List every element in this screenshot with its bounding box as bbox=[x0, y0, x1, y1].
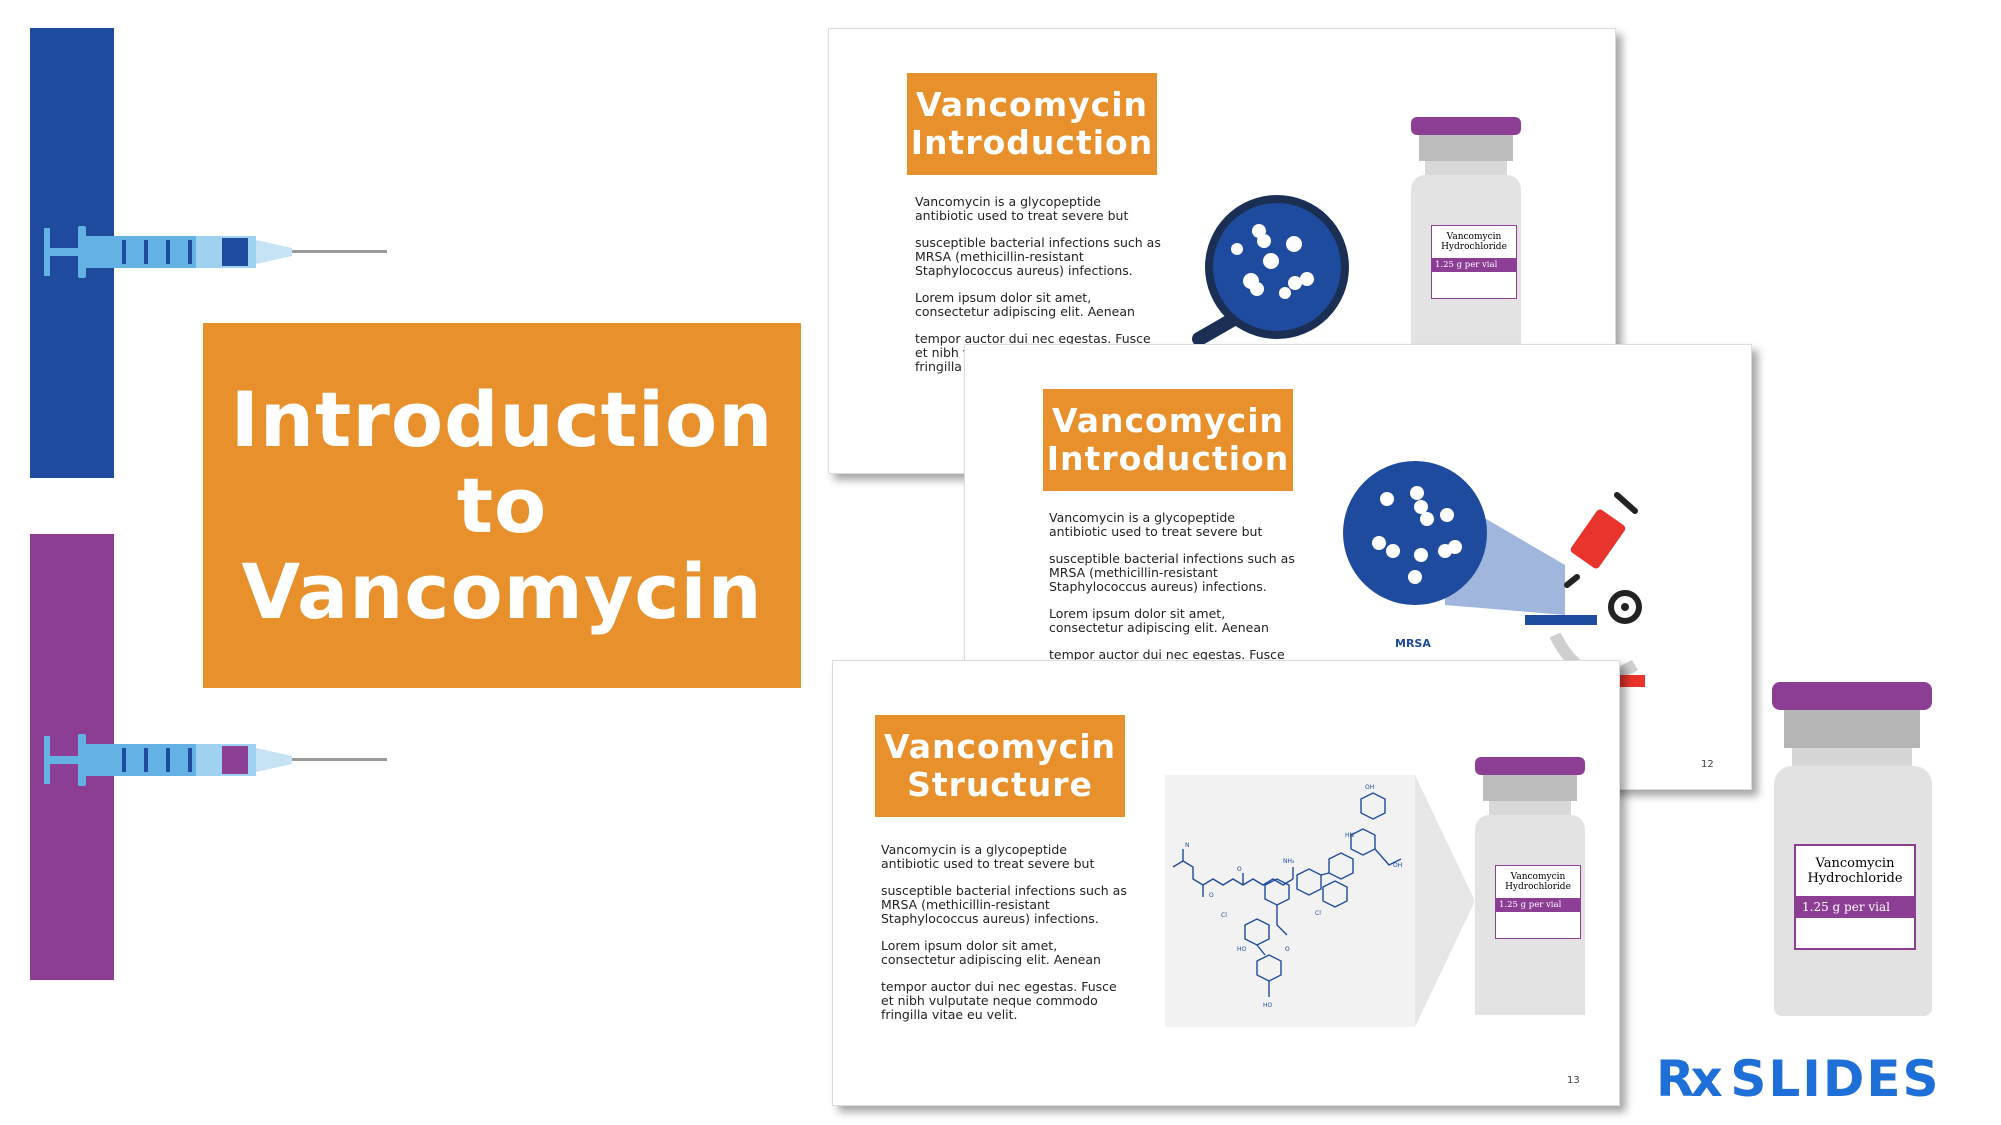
slide-title-line: Introduction bbox=[1046, 439, 1290, 478]
vial-dose: 1.25 g per vial bbox=[1496, 898, 1580, 912]
page-number: 13 bbox=[1567, 1075, 1580, 1086]
slide-paragraph: Vancomycin is a glycopeptide antibiotic … bbox=[881, 842, 1095, 871]
slide-title: Vancomycin Structure bbox=[875, 715, 1125, 817]
slide-paragraph: susceptible bacterial infections such as… bbox=[1049, 551, 1295, 594]
slide-paragraph: Vancomycin is a glycopeptide antibiotic … bbox=[1049, 510, 1263, 539]
vial-icon: Vancomycin Hydrochloride 1.25 g per vial bbox=[1473, 757, 1593, 1017]
slide-thumbnail-2[interactable]: Vancomycin Introduction Vancomycin is a … bbox=[964, 344, 1752, 790]
mrsa-label: MRSA bbox=[1395, 637, 1431, 650]
microscope-bacteria-icon bbox=[1343, 461, 1645, 687]
svg-text:HO: HO bbox=[1263, 1002, 1273, 1009]
vial-label: Hydrochloride bbox=[1807, 871, 1903, 886]
vial-icon: Vancomycin Hydrochloride 1.25 g per vial bbox=[1409, 117, 1529, 377]
slide-body: Vancomycin is a glycopeptide antibiotic … bbox=[1049, 511, 1309, 675]
vial-dose: 1.25 g per vial bbox=[1796, 896, 1914, 918]
svg-text:O: O bbox=[1237, 866, 1242, 873]
slide-thumbnail-3[interactable]: Vancomycin Structure Vancomycin is a gly… bbox=[832, 660, 1620, 1106]
slide-title: Vancomycin Introduction bbox=[907, 73, 1157, 175]
slide-paragraph: tempor auctor dui nec egestas. Fusce et … bbox=[881, 979, 1117, 1022]
rxslides-logo[interactable]: Rx SLIDES bbox=[1656, 1050, 1941, 1108]
vial-label: Vancomycin bbox=[1446, 232, 1502, 242]
svg-text:OH: OH bbox=[1393, 862, 1402, 869]
molecule-structure-diagram: N O O NH₂ OH OH Cl Cl HO HO HN O bbox=[1165, 775, 1475, 1027]
svg-text:HO: HO bbox=[1237, 946, 1247, 953]
slide-paragraph: Lorem ipsum dolor sit amet, consectetur … bbox=[1049, 606, 1269, 635]
svg-text:Cl: Cl bbox=[1315, 910, 1321, 917]
logo-slides: SLIDES bbox=[1730, 1050, 1941, 1108]
slide-paragraph: Lorem ipsum dolor sit amet, consectetur … bbox=[881, 938, 1101, 967]
svg-text:Cl: Cl bbox=[1221, 912, 1227, 919]
slide-title-line: Structure bbox=[907, 765, 1093, 804]
main-title-line: to bbox=[456, 460, 548, 550]
svg-text:N: N bbox=[1185, 842, 1190, 849]
vial-label: Vancomycin bbox=[1510, 872, 1566, 882]
vial-label: Hydrochloride bbox=[1505, 882, 1571, 892]
svg-text:O: O bbox=[1285, 946, 1290, 953]
vial-dose: 1.25 g per vial bbox=[1432, 258, 1516, 272]
slide-title-line: Introduction bbox=[910, 123, 1154, 162]
slide-title-line: Vancomycin bbox=[884, 727, 1116, 766]
syringe-icon bbox=[44, 734, 387, 786]
slide-paragraph: tempor auctor dui nec egestas. Fusce bbox=[1049, 647, 1285, 662]
svg-text:OH: OH bbox=[1365, 784, 1374, 791]
slide-title: Vancomycin Introduction bbox=[1043, 389, 1293, 491]
large-vial-icon: Vancomycin Hydrochloride 1.25 g per vial bbox=[1772, 682, 1936, 1022]
slide-paragraph: susceptible bacterial infections such as… bbox=[881, 883, 1127, 926]
main-title-box: Introduction to Vancomycin bbox=[203, 323, 801, 688]
main-title-line: Introduction bbox=[230, 374, 774, 464]
main-title-line: Vancomycin bbox=[241, 546, 763, 636]
logo-rx: Rx bbox=[1656, 1050, 1723, 1108]
vial-label: Hydrochloride bbox=[1441, 242, 1507, 252]
slide-paragraph: Lorem ipsum dolor sit amet, consectetur … bbox=[915, 290, 1135, 319]
slide-title-line: Vancomycin bbox=[1052, 401, 1284, 440]
slide-paragraph: susceptible bacterial infections such as… bbox=[915, 235, 1161, 278]
svg-text:HN: HN bbox=[1345, 832, 1354, 839]
slide-title-line: Vancomycin bbox=[916, 85, 1148, 124]
svg-text:NH₂: NH₂ bbox=[1283, 858, 1295, 865]
slide-body: Vancomycin is a glycopeptide antibiotic … bbox=[881, 843, 1141, 1035]
svg-text:O: O bbox=[1209, 892, 1214, 899]
magnifier-bacteria-icon bbox=[1192, 195, 1349, 346]
page-number: 12 bbox=[1701, 759, 1714, 770]
slide-paragraph: Vancomycin is a glycopeptide antibiotic … bbox=[915, 194, 1129, 223]
vial-label: Vancomycin bbox=[1815, 856, 1895, 871]
syringe-icon bbox=[44, 226, 387, 278]
